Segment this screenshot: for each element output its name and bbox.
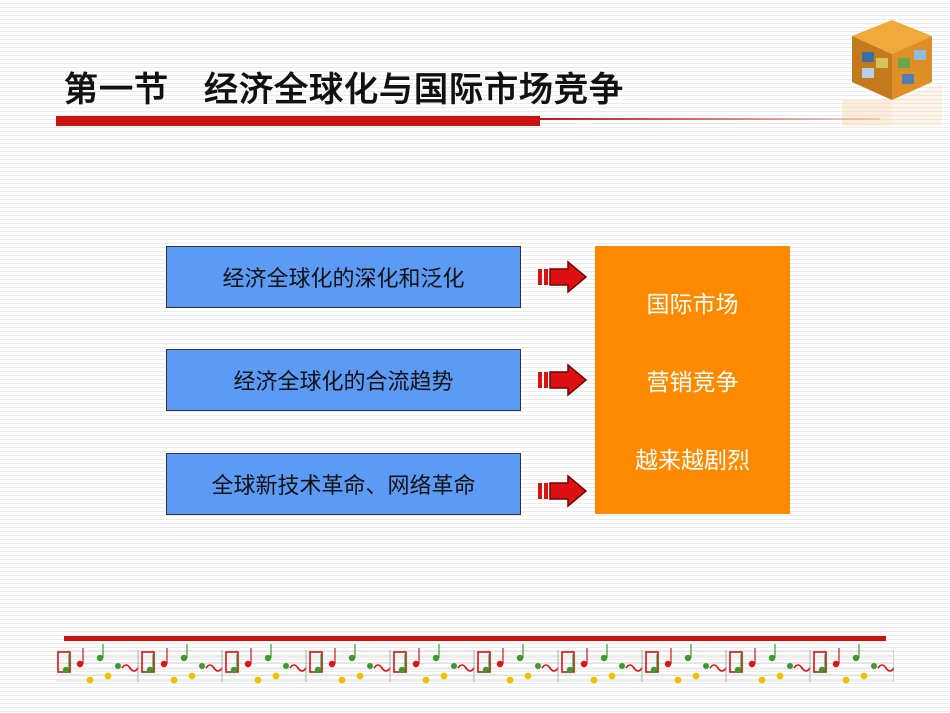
title-underline — [56, 116, 540, 126]
footer-rule — [64, 636, 886, 641]
title-underline-fade — [540, 118, 880, 120]
music-notes-icon — [56, 644, 894, 684]
result-line-2: 营销竞争 — [646, 370, 739, 396]
result-line-3: 越来越剧烈 — [635, 448, 750, 474]
slide-title: 第一节 经济全球化与国际市场竞争 — [64, 70, 624, 110]
cube-logo-icon — [842, 20, 942, 126]
result-box: 国际市场 营销竞争 越来越剧烈 — [595, 246, 790, 514]
arrow-right-icon — [538, 474, 588, 508]
cause-box-2: 经济全球化的合流趋势 — [166, 349, 521, 411]
cause-box-1: 经济全球化的深化和泛化 — [166, 246, 521, 308]
cause-box-3: 全球新技术革命、网络革命 — [166, 453, 521, 515]
arrow-right-icon — [538, 363, 588, 397]
result-line-1: 国际市场 — [646, 292, 739, 318]
arrow-right-icon — [538, 260, 588, 294]
